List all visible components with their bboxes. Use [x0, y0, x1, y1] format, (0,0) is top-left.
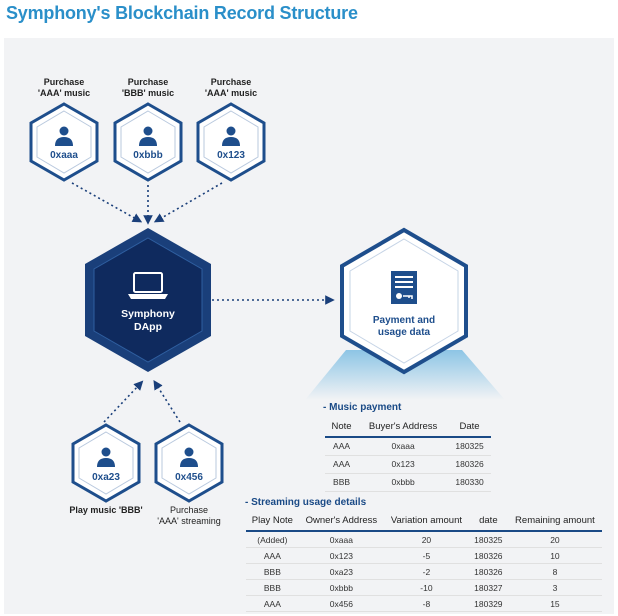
- table-cell: 0x123: [358, 455, 449, 474]
- table-cell: AAA: [325, 437, 359, 456]
- table-row: AAA 0x123 180326: [325, 455, 491, 474]
- column-header: Date: [448, 421, 491, 438]
- table-cell: AAA: [246, 595, 299, 612]
- music-payment-heading: - Music payment: [323, 402, 402, 413]
- table-row: AAA 0xaaa 180325: [325, 437, 491, 456]
- user-label-0xaaa: Purchase'AAA' music: [37, 77, 91, 98]
- table-cell: 180326: [448, 455, 491, 474]
- address-0x456: 0x456: [175, 472, 203, 483]
- table-cell: -10: [384, 579, 469, 596]
- table-row: (Added) 0xaaa 20 180325 20: [246, 531, 602, 548]
- table-cell: BBB: [246, 563, 299, 580]
- column-header: Play Note: [246, 515, 299, 532]
- document-icon: [391, 271, 417, 304]
- table-cell: BBB: [325, 473, 359, 492]
- table-cell: 0x123: [298, 547, 385, 564]
- table-cell: 10: [507, 547, 602, 564]
- table-cell: 180326: [468, 547, 508, 564]
- column-header: Variation amount: [384, 515, 469, 532]
- user-icon: [97, 447, 115, 467]
- user-icon: [222, 126, 240, 146]
- laptop-icon: [128, 272, 168, 299]
- table-cell: 180325: [448, 437, 491, 456]
- table-cell: 0xbbb: [358, 473, 449, 492]
- table-cell: (Added): [246, 531, 299, 548]
- user-label-0x456: Purchase'AAA' streaming: [157, 505, 221, 526]
- table-cell: 0xaaa: [358, 437, 449, 456]
- user-icon: [139, 126, 157, 146]
- arrow-user-0x456: [153, 379, 181, 423]
- table-cell: 180325: [468, 531, 508, 548]
- user-icon: [55, 126, 73, 146]
- column-header: Remaining amount: [507, 515, 602, 532]
- table-row: AAA 0x456 -8 180329 15: [246, 595, 602, 612]
- arrow-user-0xa23: [103, 380, 144, 423]
- table-cell: -8: [384, 595, 469, 612]
- table-cell: AAA: [246, 547, 299, 564]
- table-cell: 15: [507, 595, 602, 612]
- dapp-hexagon: [85, 228, 211, 372]
- table-header-row: Note Buyer's Address Date: [325, 421, 491, 438]
- table-cell: 0xbbb: [298, 579, 385, 596]
- column-header: date: [468, 515, 508, 532]
- address-0xa23: 0xa23: [92, 472, 120, 483]
- table-row: BBB 0xa23 -2 180326 8: [246, 563, 602, 580]
- address-0xaaa: 0xaaa: [50, 150, 78, 161]
- user-label-0x123: Purchase'AAA' music: [204, 77, 258, 98]
- table-cell: AAA: [325, 455, 359, 474]
- address-0x123: 0x123: [217, 150, 245, 161]
- user-icon: [180, 447, 198, 467]
- table-cell: 180326: [468, 563, 508, 580]
- table-row: AAA 0x123 -5 180326 10: [246, 547, 602, 564]
- table-header-row: Play Note Owner's Address Variation amou…: [246, 515, 602, 532]
- column-header: Note: [325, 421, 359, 438]
- address-0xbbb: 0xbbb: [133, 150, 163, 161]
- light-beam: [305, 350, 505, 400]
- arrow-user-0xaaa: [71, 182, 143, 223]
- table-cell: 8: [507, 563, 602, 580]
- table-cell: 0xaaa: [298, 531, 385, 548]
- table-row: BBB 0xbbb 180330: [325, 473, 491, 492]
- table-cell: 180327: [468, 579, 508, 596]
- table-cell: 180330: [448, 473, 491, 492]
- table-cell: BBB: [246, 579, 299, 596]
- table-cell: -2: [384, 563, 469, 580]
- table-cell: 180329: [468, 595, 508, 612]
- page-title: Symphony's Blockchain Record Structure: [6, 3, 358, 23]
- music-payment-table: Note Buyer's Address Date AAA 0xaaa 1803…: [325, 421, 491, 492]
- table-cell: 20: [507, 531, 602, 548]
- streaming-usage-heading: - Streaming usage details: [245, 497, 367, 508]
- table-cell: 20: [384, 531, 469, 548]
- table-cell: 3: [507, 579, 602, 596]
- table-cell: 0x456: [298, 595, 385, 612]
- user-label-0xbbb: Purchase'BBB' music: [121, 77, 175, 98]
- streaming-usage-table: Play Note Owner's Address Variation amou…: [246, 515, 602, 612]
- table-row: BBB 0xbbb -10 180327 3: [246, 579, 602, 596]
- user-label-0xa23: Play music 'BBB': [69, 505, 143, 515]
- column-header: Owner's Address: [298, 515, 385, 532]
- table-cell: -5: [384, 547, 469, 564]
- column-header: Buyer's Address: [358, 421, 449, 438]
- table-cell: 0xa23: [298, 563, 385, 580]
- arrow-user-0x123: [153, 182, 223, 223]
